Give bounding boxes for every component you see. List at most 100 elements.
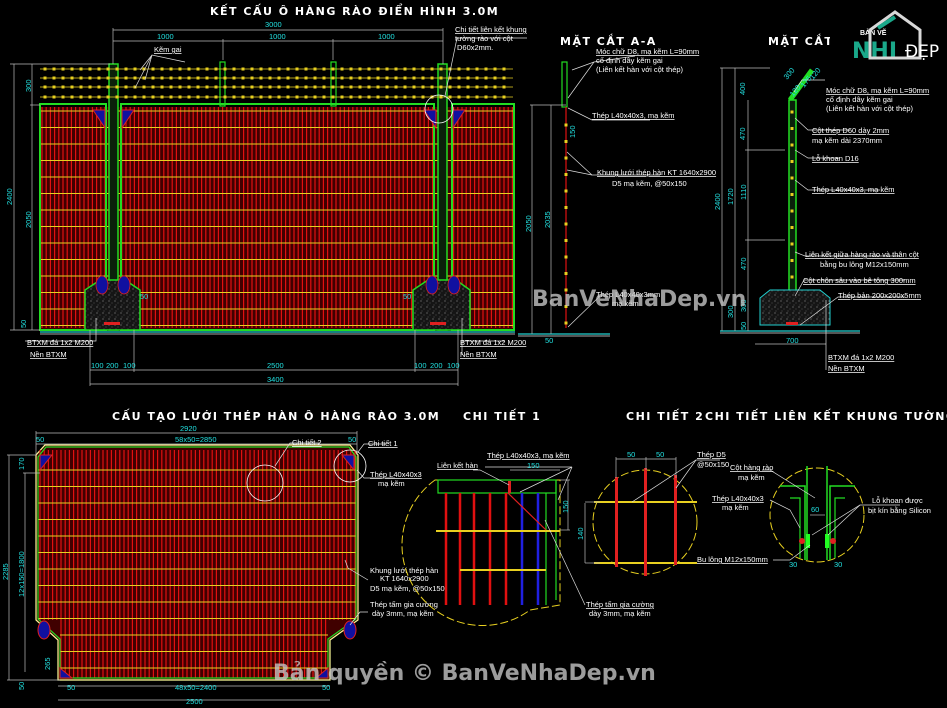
dim-gap: 60 [811,505,819,514]
barb [259,95,263,99]
dim-total-height: 2400 [5,188,14,205]
main-panel-frame [120,103,435,331]
label-angle: Thép L40x40x3 [712,494,764,503]
barb [232,85,236,89]
dim-bottom: 100 [123,361,136,370]
barb [142,85,146,89]
barb [403,76,407,80]
barb [349,76,353,80]
barb [187,76,191,80]
barb [502,76,506,80]
dim-edge: 50 [322,683,330,692]
barb [106,85,110,89]
dim-base: 50 [545,336,553,345]
barb [421,85,425,89]
barb [43,67,47,71]
dim-bottom: 100 [447,361,460,370]
post-hole [790,193,794,196]
dim-wire-height: 300 [24,79,33,92]
barb [466,95,470,99]
barb [394,95,398,99]
barb [322,85,326,89]
barb [241,76,245,80]
label-hole: bịt kín bằng Silicon [868,506,931,515]
dim-height: 2050 [524,215,533,232]
dim-spacing: 48x50=2400 [175,683,217,692]
dim-bay-3: 1000 [378,32,395,41]
post-hole [790,127,794,130]
gusset [423,109,437,130]
barb [277,76,281,80]
barb [169,67,173,71]
barb [178,95,182,99]
barb [313,76,317,80]
barb [376,76,380,80]
mesh-node [564,189,568,193]
barb [412,67,416,71]
connection-detail-drawing [762,466,900,563]
barb [232,95,236,99]
label-bar: Thép D5 [697,450,726,459]
barb [241,85,245,89]
barb [52,85,56,89]
detail-connection-title: CHI TIẾT LIÊN KẾT KHUNG TƯỜNG RÀO VÀ CỘT [705,408,947,423]
dim-height: 400 [738,82,747,95]
barb [250,67,254,71]
barb [160,67,164,71]
label-mesh: KT 1640x2900 [380,574,429,583]
barb [70,76,74,80]
detail2-title: CHI TIẾT 2 [626,408,704,423]
barb [385,76,389,80]
barb [142,67,146,71]
barb [178,76,182,80]
mesh-node [564,272,568,275]
barb [133,76,137,80]
barb [151,95,155,99]
barb [475,85,479,89]
dim-footing-width: 700 [786,336,799,345]
barb [241,67,245,71]
post-hole [790,160,794,163]
mesh-node [564,239,568,242]
barb [439,76,443,80]
label-angle: Thép L40x40x3, mạ kẽm [487,451,570,460]
barb [322,95,326,99]
barb [466,67,470,71]
barb [223,76,227,80]
barb [367,67,371,71]
barb [286,95,290,99]
gusset [92,109,106,130]
label-post: Cột hàng rào [730,463,773,472]
barb [484,67,488,71]
label-mesh: Khung lưới thép hàn KT 1640x2900 [597,168,716,177]
detail-callout-circle [424,94,454,124]
barb [268,85,272,89]
barb [286,67,290,71]
dim-height: 1720 [726,188,735,205]
mesh-title: CẤU TẠO LƯỚI THÉP HÀN Ô HÀNG RÀO 3.0M [112,408,440,423]
barb [151,76,155,80]
barb [394,76,398,80]
dim-edge: 50 [348,435,356,444]
dim-embed: 300 [739,299,748,312]
barb [70,67,74,71]
mesh-node [564,222,568,226]
dim-bottom: 100 [91,361,104,370]
barb [79,85,83,89]
barb [286,85,290,89]
barb [313,67,317,71]
dim-height: 470 [739,257,748,270]
dim-small: 50 [140,292,148,301]
barb [88,76,92,80]
barb [304,76,308,80]
label-mesh: D5 mạ kẽm, @50x150 [370,584,445,593]
barb [448,67,452,71]
dim-overall: 3400 [267,375,284,384]
barb [502,95,506,99]
barb [295,85,299,89]
barb [367,85,371,89]
fence-elevation [10,28,527,386]
barb [52,76,56,80]
post-hole [790,209,794,213]
barb [475,95,479,99]
